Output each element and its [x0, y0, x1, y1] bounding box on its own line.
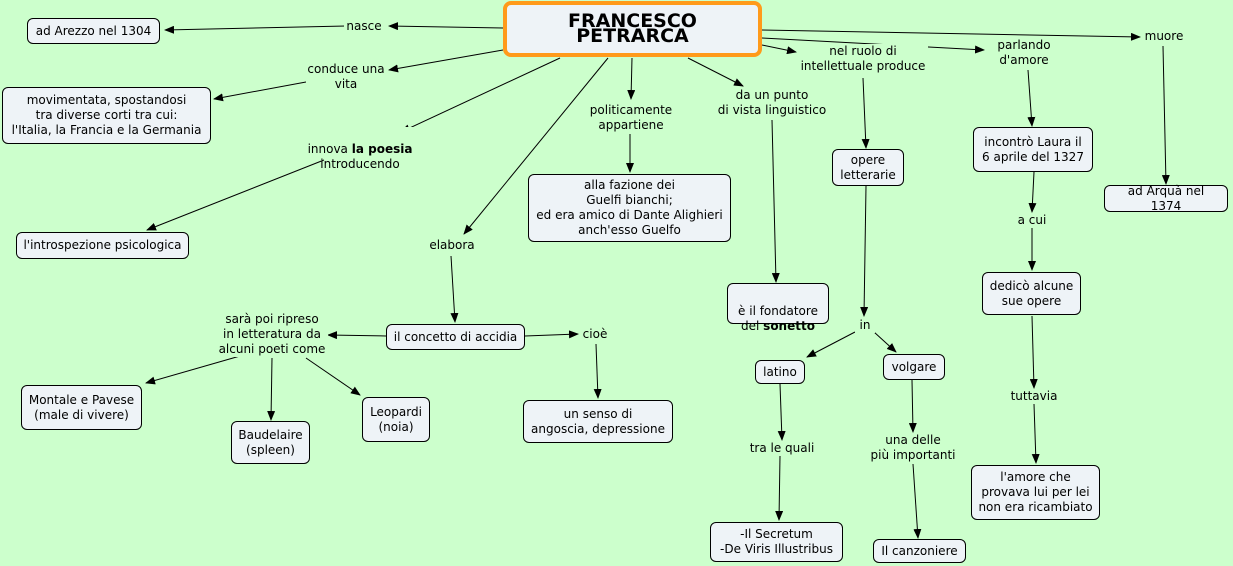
label-nasce: nasce [344, 19, 384, 34]
label-ruolo: nel ruolo di intellettuale produce [798, 44, 928, 74]
node-opere[interactable]: opere letterarie [832, 149, 904, 186]
label-in: in [855, 318, 875, 333]
node-angoscia[interactable]: un senso di angoscia, depressione [523, 400, 673, 443]
node-latino[interactable]: latino [755, 360, 805, 384]
root-node-title[interactable]: FRANCESCO PETRARCA [503, 1, 762, 57]
label-innova-pre: innova [307, 142, 352, 156]
node-amore[interactable]: l'amore che provava lui per lei non era … [971, 465, 1100, 520]
label-linguistico: da un punto di vista linguistico [715, 88, 829, 118]
label-cioe: cioè [580, 327, 610, 342]
label-muore: muore [1142, 29, 1186, 44]
node-laura[interactable]: incontrò Laura il 6 aprile del 1327 [973, 127, 1093, 172]
label-conduce: conduce una vita [306, 62, 386, 92]
node-fondatore-text: è il fondatore del [738, 304, 818, 333]
label-unadelle: una delle più importanti [864, 433, 962, 463]
node-leopardi[interactable]: Leopardi (noia) [362, 397, 430, 442]
label-ripreso: sarà poi ripreso in letteratura da alcun… [216, 312, 328, 357]
node-vita[interactable]: movimentata, spostandosi tra diverse cor… [2, 87, 211, 144]
label-trale: tra le quali [746, 441, 818, 456]
node-montale[interactable]: Montale e Pavese (male di vivere) [21, 385, 142, 430]
node-fondatore[interactable]: è il fondatore del sonetto [727, 283, 829, 333]
node-fondatore-bold: sonetto [763, 319, 815, 333]
node-arezzo[interactable]: ad Arezzo nel 1304 [27, 18, 160, 44]
label-elabora: elabora [426, 238, 478, 253]
node-secretum[interactable]: -Il Secretum -De Viris Illustribus [710, 522, 843, 562]
label-innova-post: introducendo [320, 157, 400, 171]
node-introspezione[interactable]: l'introspezione psicologica [16, 232, 189, 259]
node-fazione[interactable]: alla fazione dei Guelfi bianchi; ed era … [528, 174, 731, 242]
label-parlando: parlando d'amore [990, 38, 1058, 68]
label-politicamente: politicamente appartiene [586, 103, 676, 133]
node-dedico[interactable]: dedicò alcune sue opere [982, 272, 1081, 315]
label-tuttavia: tuttavia [1006, 389, 1062, 404]
node-volgare[interactable]: volgare [883, 354, 945, 380]
node-accidia[interactable]: il concetto di accidia [386, 324, 525, 350]
label-innova: innova la poesia introducendo [300, 127, 420, 171]
node-arqua[interactable]: ad Arquà nel 1374 [1104, 184, 1228, 213]
node-baudelaire[interactable]: Baudelaire (spleen) [231, 421, 310, 464]
label-innova-bold: la poesia [351, 142, 413, 156]
node-canzoniere[interactable]: Il canzoniere [873, 539, 966, 563]
label-acui: a cui [1014, 213, 1050, 228]
